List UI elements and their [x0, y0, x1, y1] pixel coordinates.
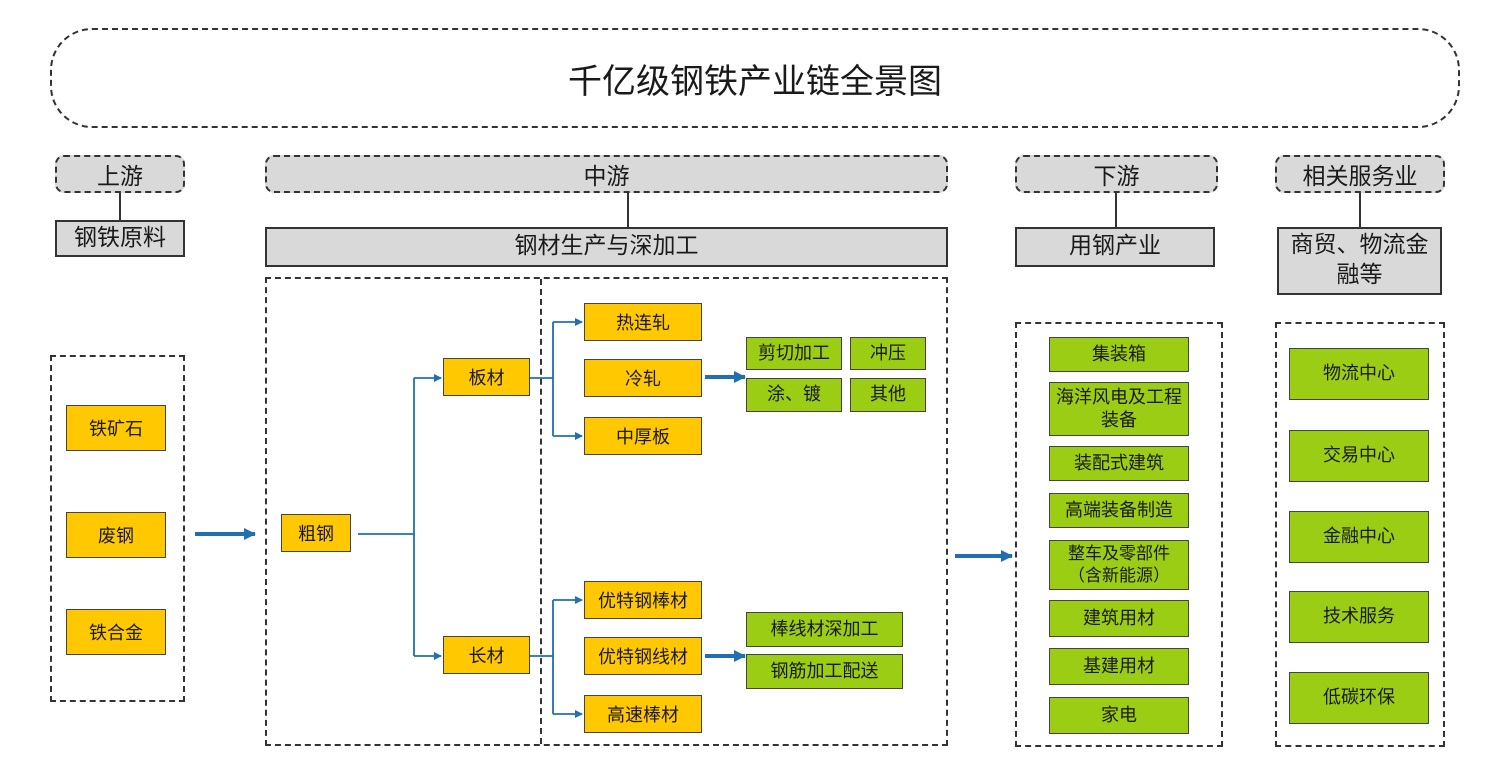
upstream-item: 铁矿石: [66, 405, 166, 451]
long-product: 优特钢线材: [584, 637, 702, 675]
plate-product: 热连轧: [584, 303, 702, 341]
long-product: 优特钢棒材: [584, 581, 702, 619]
service-item: 低碳环保: [1289, 672, 1429, 724]
downstream-item: 海洋风电及工程装备: [1049, 382, 1189, 436]
midstream-frame: [265, 277, 948, 746]
downstream-item: 集装箱: [1049, 337, 1189, 372]
service-item: 金融中心: [1289, 511, 1429, 563]
downstream-item: 整车及零部件（含新能源）: [1049, 540, 1189, 590]
diagram-title: 千亿级钢铁产业链全景图: [50, 28, 1460, 128]
plate-node: 板材: [443, 358, 530, 396]
midstream-connector: [627, 193, 629, 227]
plate-processing: 涂、镀: [746, 378, 842, 412]
midstream-header: 中游: [265, 155, 948, 193]
downstream-header: 下游: [1015, 155, 1218, 193]
downstream-item: 高端装备制造: [1049, 493, 1189, 528]
downstream-connector: [1115, 193, 1117, 227]
long-processing: 钢筋加工配送: [746, 654, 903, 689]
upstream-category: 钢铁原料: [55, 220, 185, 257]
plate-product: 冷轧: [584, 359, 702, 397]
services-header: 相关服务业: [1275, 155, 1445, 193]
upstream-item: 废钢: [66, 512, 166, 558]
upstream-frame: [50, 355, 185, 702]
upstream-item: 铁合金: [66, 609, 166, 655]
services-connector: [1359, 193, 1361, 227]
plate-processing: 其他: [850, 378, 926, 412]
downstream-item: 家电: [1049, 697, 1189, 734]
service-item: 技术服务: [1289, 591, 1429, 643]
crude-steel-node: 粗钢: [281, 514, 351, 552]
upstream-connector: [119, 193, 121, 220]
plate-processing: 剪切加工: [746, 337, 842, 370]
midstream-divider: [540, 279, 542, 744]
plate-product: 中厚板: [584, 417, 702, 455]
service-item: 交易中心: [1289, 430, 1429, 482]
long-product-node: 长材: [443, 636, 530, 674]
downstream-item: 建筑用材: [1049, 600, 1189, 637]
downstream-frame: [1015, 322, 1223, 747]
upstream-header: 上游: [55, 155, 185, 193]
services-frame: [1275, 322, 1445, 747]
downstream-category: 用钢产业: [1015, 227, 1215, 267]
downstream-item: 基建用材: [1049, 648, 1189, 685]
plate-processing: 冲压: [850, 337, 926, 370]
midstream-category: 钢材生产与深加工: [265, 227, 948, 267]
downstream-item: 装配式建筑: [1049, 446, 1189, 481]
service-item: 物流中心: [1289, 348, 1429, 400]
long-processing: 棒线材深加工: [746, 612, 903, 647]
long-product: 高速棒材: [584, 695, 702, 733]
services-category: 商贸、物流金融等: [1277, 227, 1442, 295]
